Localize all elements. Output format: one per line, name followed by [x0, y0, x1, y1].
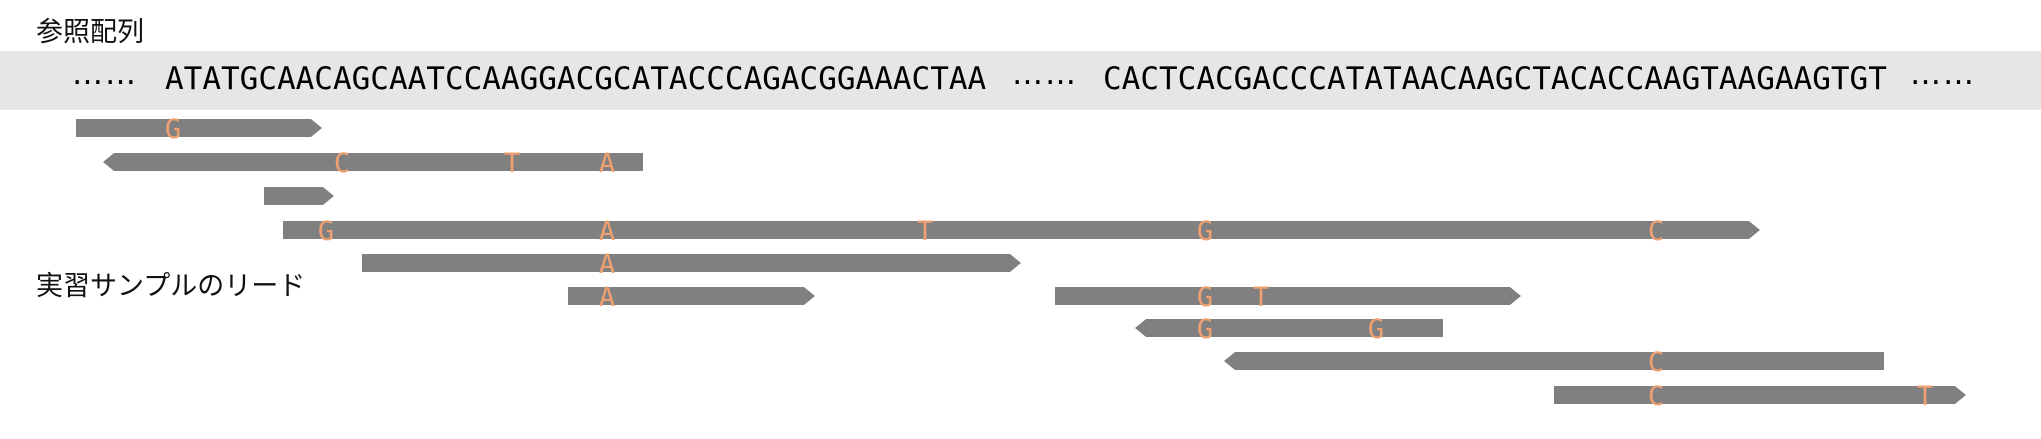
reference-ellipsis-left: …… — [72, 56, 138, 92]
read-4-mismatch-1: G — [318, 216, 334, 247]
read-6-mismatch-1: A — [599, 282, 615, 313]
read-4-mismatch-3: T — [917, 216, 933, 247]
reference-band — [0, 51, 2041, 110]
read-4 — [283, 221, 1760, 239]
read-8-mismatch-1: G — [1197, 314, 1213, 345]
read-9-mismatch-1: C — [1648, 347, 1664, 378]
read-2-mismatch-1: C — [334, 148, 350, 179]
read-7-mismatch-1: G — [1197, 282, 1213, 313]
read-10-mismatch-1: C — [1648, 381, 1664, 412]
read-1 — [76, 119, 322, 137]
read-2-mismatch-3: A — [599, 148, 615, 179]
sample-reads-label: 実習サンプルのリード — [36, 271, 306, 302]
read-10 — [1554, 386, 1966, 404]
read-1-mismatch-1: G — [165, 114, 181, 145]
reference-sequence-segment-2: CACTCACGACCCATATAACAAGCTACACCAAGTAAGAAGT… — [1103, 61, 1887, 97]
read-10-mismatch-2: T — [1917, 381, 1933, 412]
reference-ellipsis-right: …… — [1910, 56, 1976, 92]
read-5 — [362, 254, 1021, 272]
read-7 — [1055, 287, 1521, 305]
read-4-mismatch-4: G — [1197, 216, 1213, 247]
reference-sequence-segment-1: ATATGCAACAGCAATCCAAGGACGCATACCCAGACGGAAA… — [165, 61, 987, 97]
read-2-mismatch-2: T — [504, 148, 520, 179]
read-9 — [1224, 352, 1884, 370]
read-8 — [1135, 319, 1443, 337]
read-5-mismatch-1: A — [599, 249, 615, 280]
read-7-mismatch-2: T — [1253, 282, 1269, 313]
read-8-mismatch-2: G — [1368, 314, 1384, 345]
read-2 — [103, 153, 643, 171]
read-6 — [568, 287, 815, 305]
read-4-mismatch-5: C — [1648, 216, 1664, 247]
reference-ellipsis-middle: …… — [1012, 56, 1078, 92]
read-3 — [264, 187, 334, 205]
reference-label: 参照配列 — [36, 17, 144, 48]
read-4-mismatch-2: A — [599, 216, 615, 247]
